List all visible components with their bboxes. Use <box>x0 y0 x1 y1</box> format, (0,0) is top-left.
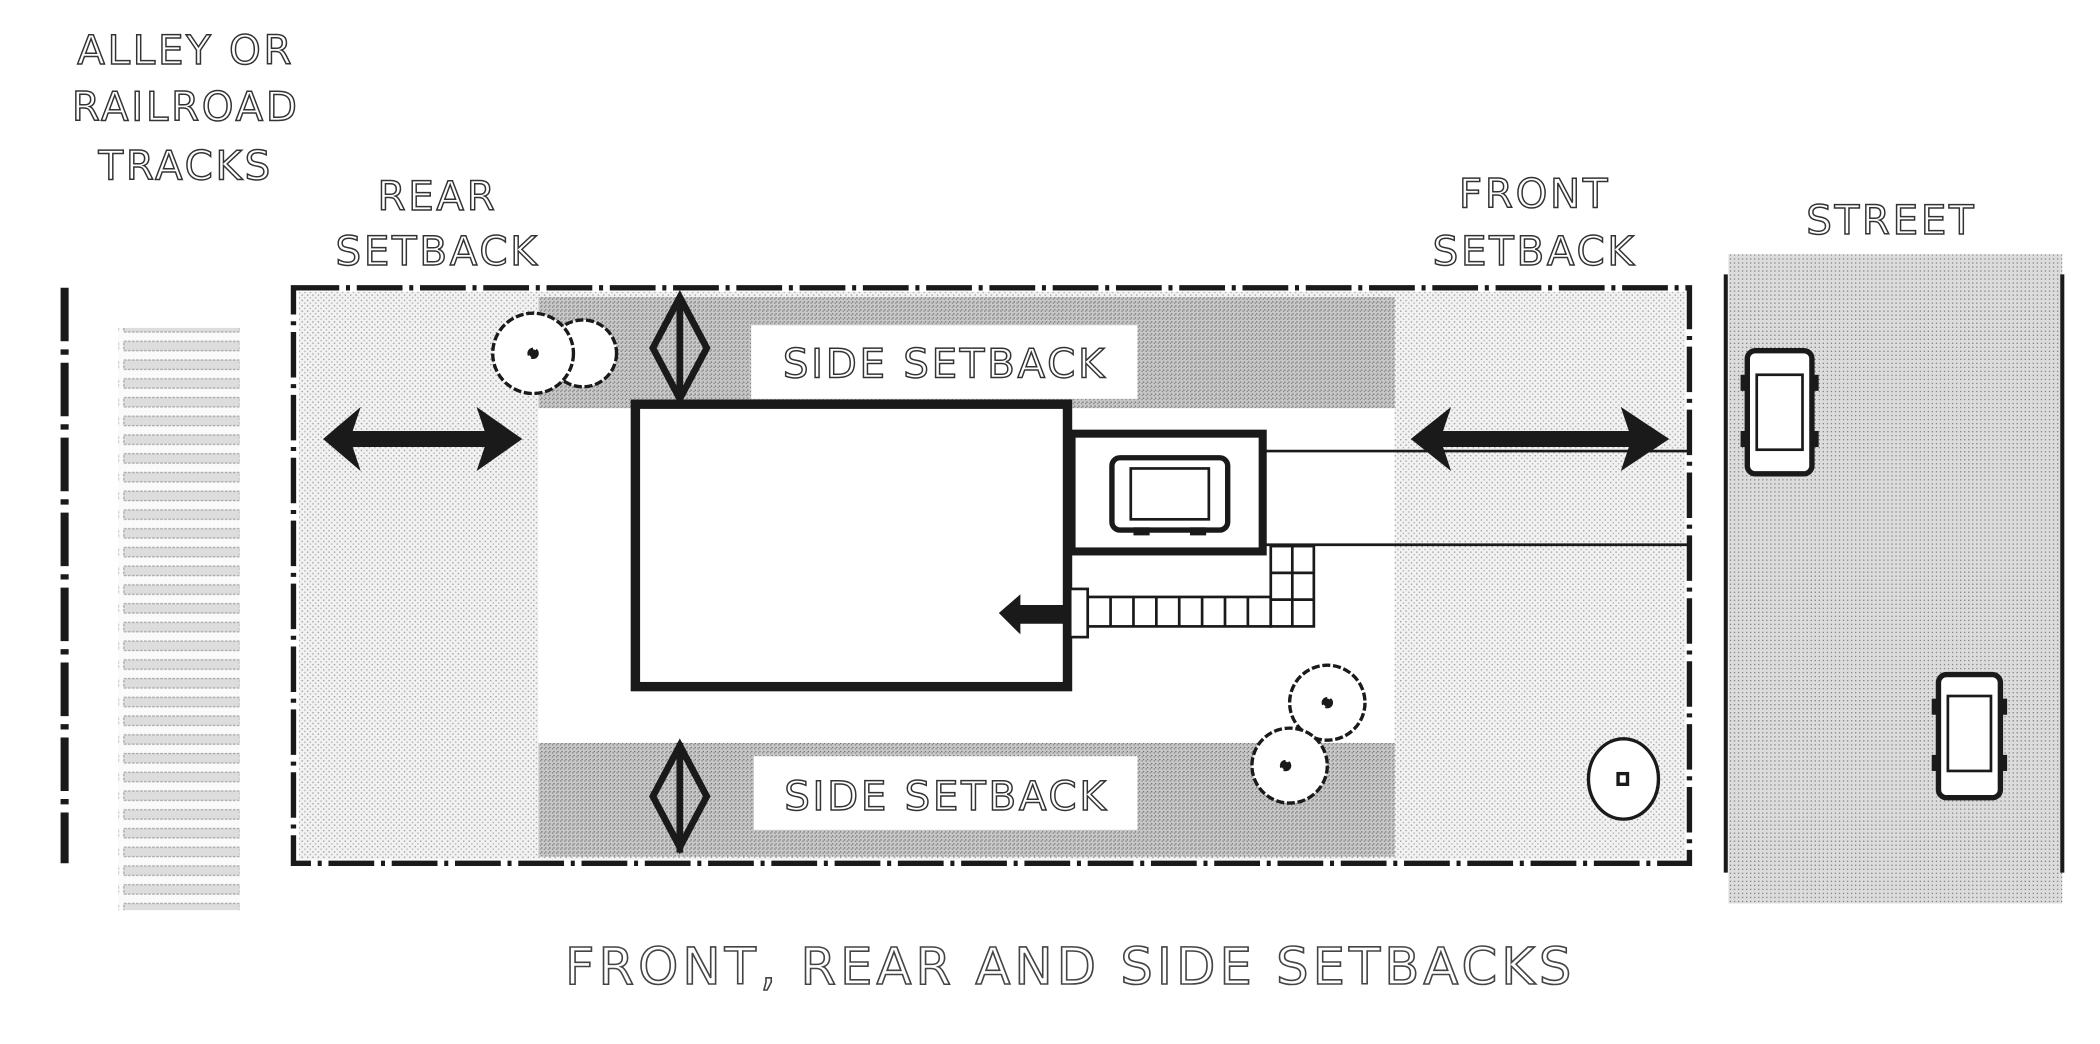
front-setback-label-line1: FRONT <box>1459 172 1610 218</box>
rear-setback-arrow <box>323 406 523 472</box>
garage-car-icon <box>1109 455 1231 536</box>
alley-label-line1: ALLEY OR <box>77 28 294 74</box>
railroad-tracks <box>118 327 240 911</box>
front-setback-label-line2: SETBACK <box>1433 229 1637 275</box>
street-label: STREET <box>1806 198 1976 244</box>
entry-arrow-icon <box>998 594 1064 635</box>
house <box>630 399 1073 692</box>
side-setback-bottom-label-box <box>753 756 1138 830</box>
street-car-icon <box>1931 671 2008 801</box>
side-setback-top-arrow <box>649 289 711 407</box>
shrub-icon <box>1586 737 1661 821</box>
alley-label-line2: RAILROAD <box>72 85 300 131</box>
rear-setback-label-line1: REAR <box>378 174 498 220</box>
walkway <box>1068 544 1316 639</box>
side-setback-top-label-box <box>751 325 1138 399</box>
lot-boundary <box>290 285 1693 866</box>
side-setback-bottom-arrow <box>649 738 711 855</box>
front-setback-arrow <box>1410 406 1670 472</box>
diagram-title: FRONT, REAR AND SIDE SETBACKS <box>565 938 1575 997</box>
tree-icon <box>491 311 619 396</box>
side-setback-bottom-label: SIDE SETBACK <box>784 774 1108 820</box>
street-car-icon <box>1740 348 1819 477</box>
alley-label-line3: TRACKS <box>98 143 273 189</box>
rear-setback-label-line2: SETBACK <box>336 229 540 275</box>
tree-icon <box>1250 663 1367 805</box>
alley-label: ALLEY OR RAILROAD TRACKS <box>71 28 300 190</box>
side-setback-top-label: SIDE SETBACK <box>783 342 1107 388</box>
driveway <box>1265 449 1690 547</box>
